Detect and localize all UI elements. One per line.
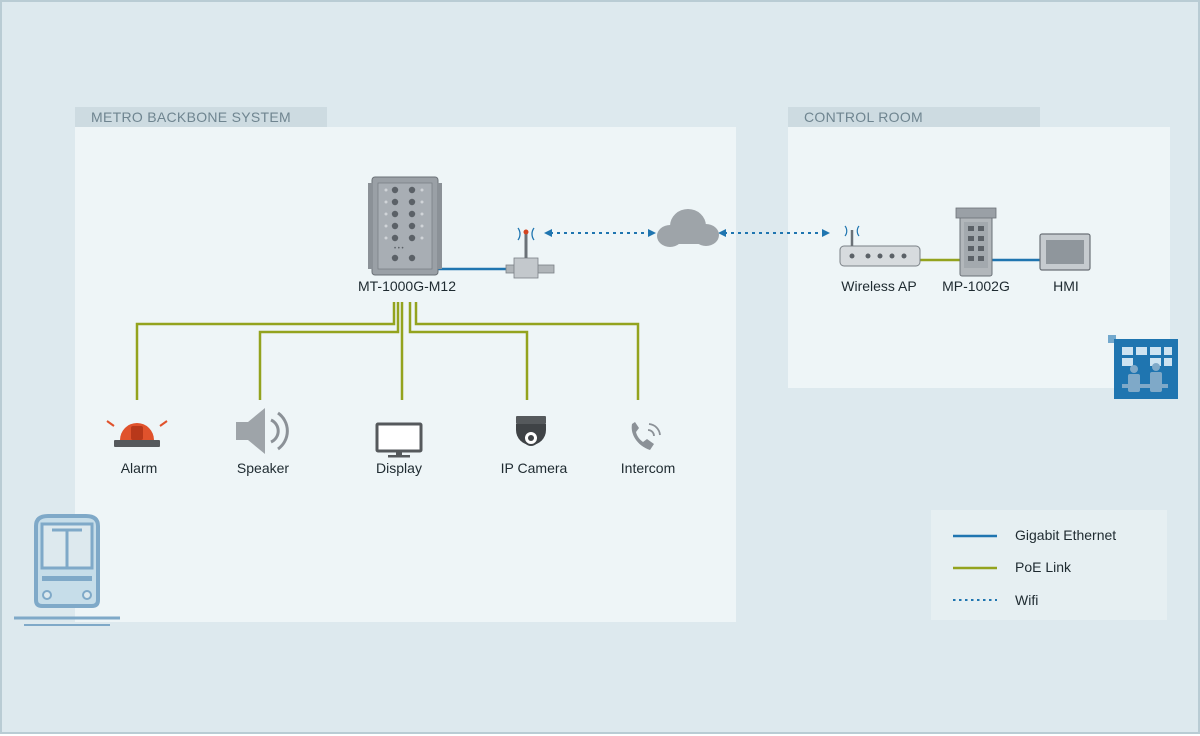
control-room-badge-icon	[1108, 335, 1178, 399]
endpoint-label-intercom: Intercom	[621, 460, 675, 476]
legend-panel	[931, 510, 1167, 620]
poe-link-speaker	[258, 302, 400, 400]
legend: Gigabit Ethernet PoE Link Wifi	[931, 510, 1167, 620]
phone-icon	[631, 422, 661, 450]
switch-icon: • • •	[368, 176, 442, 276]
backbone-zone-title: METRO BACKBONE SYSTEM	[91, 109, 291, 125]
hmi-label: HMI	[1053, 278, 1079, 294]
legend-label-poe: PoE Link	[1015, 559, 1072, 575]
legend-label-wifi: Wifi	[1015, 592, 1038, 608]
alarm-icon	[106, 420, 168, 447]
mp-1002g-icon	[955, 207, 997, 277]
mp-1002g-label: MP-1002G	[942, 278, 1010, 294]
switch-label: MT-1000G-M12	[358, 278, 456, 294]
ethernet-links	[436, 258, 1040, 271]
poe-links	[135, 258, 960, 400]
control-room-title: CONTROL ROOM	[804, 109, 923, 125]
wireless-ap-icon	[839, 225, 921, 267]
legend-label-ethernet: Gigabit Ethernet	[1015, 527, 1116, 543]
camera-icon	[516, 416, 546, 446]
antenna-icon	[505, 227, 555, 279]
cloud-icon	[657, 209, 719, 247]
wireless-ap-label: Wireless AP	[841, 278, 916, 294]
endpoint-label-alarm: Alarm	[121, 460, 158, 476]
wifi-arrow-right-2	[822, 229, 830, 237]
train-icon	[14, 514, 120, 626]
display-icon	[375, 422, 423, 458]
wifi-arrow-right-1	[648, 229, 656, 237]
backbone-zone-header	[75, 107, 327, 127]
endpoint-label-display: Display	[376, 460, 422, 476]
speaker-icon	[236, 408, 289, 454]
poe-link-camera	[408, 302, 529, 400]
poe-link-intercom	[414, 302, 640, 400]
endpoint-label-speaker: Speaker	[237, 460, 289, 476]
backbone-zone: METRO BACKBONE SYSTEM	[75, 107, 736, 622]
wifi-arrow-left-2	[718, 229, 726, 237]
svg-text:• • •: • • •	[394, 246, 404, 252]
poe-link-alarm	[135, 302, 396, 400]
hmi-icon	[1039, 233, 1091, 271]
wifi-arrow-left-1	[544, 229, 552, 237]
wifi-arrowheads	[544, 229, 830, 237]
control-room-header	[788, 107, 1040, 127]
endpoint-label-camera: IP Camera	[501, 460, 568, 476]
